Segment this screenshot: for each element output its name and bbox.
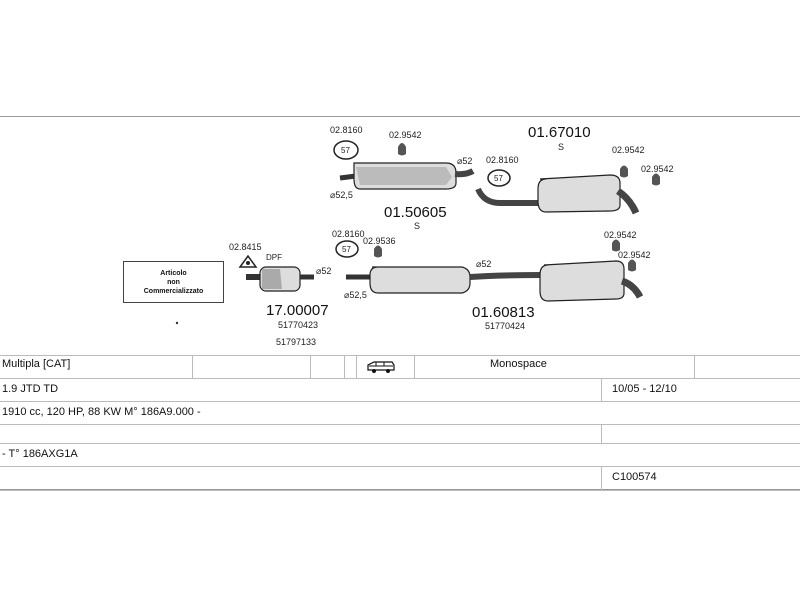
clamp-icon bbox=[652, 173, 660, 186]
engine-cell: 1.9 JTD TD bbox=[2, 383, 59, 395]
notice-line-2: non bbox=[167, 278, 180, 286]
minivan-icon bbox=[366, 360, 396, 377]
gasket-c-label: 02.8415 bbox=[229, 242, 262, 252]
svg-text:57: 57 bbox=[342, 245, 351, 254]
not-commercialized-notice: Articolo non Commercializzato bbox=[123, 261, 224, 303]
part-rear-lower: 01.60813 bbox=[472, 304, 535, 321]
rear-muffler-upper bbox=[475, 174, 640, 215]
rear-lower-assembly bbox=[346, 260, 644, 302]
gasket-a-label: 02.8160 bbox=[330, 125, 363, 135]
diameter-d3: ⌀52 bbox=[316, 266, 331, 276]
svg-text:57: 57 bbox=[494, 174, 503, 183]
clamp-icon bbox=[374, 245, 382, 258]
years-cell: 10/05 - 12/10 bbox=[612, 383, 677, 395]
dpf-label: DPF bbox=[266, 253, 282, 262]
table-row: C100574 bbox=[0, 467, 800, 491]
type-cell: - T° 186AXG1A bbox=[2, 448, 78, 460]
gasket-d-label: 02.8160 bbox=[332, 229, 365, 239]
part-middle-upper: 01.50605 bbox=[384, 204, 447, 221]
table-row bbox=[0, 425, 800, 444]
diagram-frame bbox=[0, 116, 800, 490]
model-cell: Multipla [CAT] bbox=[2, 358, 71, 370]
diameter-d4: ⌀52 bbox=[476, 259, 491, 269]
notice-line-1: Articolo bbox=[160, 269, 187, 277]
clamp-b2-label: 02.9542 bbox=[641, 164, 674, 174]
middle-muffler-upper bbox=[339, 162, 475, 190]
part-dpf: 17.00007 bbox=[266, 302, 329, 319]
clamp-icon bbox=[612, 239, 620, 252]
code-cell: C100574 bbox=[612, 471, 657, 483]
diameter-d1: ⌀52 bbox=[457, 156, 472, 166]
clamp-b1-label: 02.9542 bbox=[612, 145, 645, 155]
diameter-d2: ⌀52,5 bbox=[330, 190, 353, 200]
part-middle-upper-code: S bbox=[414, 221, 420, 231]
clamp-e2-label: 02.9542 bbox=[618, 250, 651, 260]
gasket-icon: 57 bbox=[333, 140, 359, 160]
part-rear-upper: 01.67010 bbox=[528, 124, 591, 141]
dpf-filter bbox=[246, 266, 314, 292]
table-row: 1.9 JTD TD 10/05 - 12/10 bbox=[0, 379, 800, 402]
clamp-e1-label: 02.9542 bbox=[604, 230, 637, 240]
gasket-icon: 57 bbox=[335, 240, 359, 258]
svg-text:57: 57 bbox=[341, 146, 350, 155]
clamp-icon bbox=[628, 259, 636, 272]
table-row: Multipla [CAT] Monospace bbox=[0, 355, 800, 379]
gasket-b-label: 02.8160 bbox=[486, 155, 519, 165]
part-rear-lower-oe: 51770424 bbox=[485, 321, 525, 331]
gasket-icon bbox=[238, 254, 258, 268]
table-row: 1910 cc, 120 HP, 88 KW M° 186A9.000 - bbox=[0, 402, 800, 425]
part-dpf-oe1: 51770423 bbox=[278, 320, 318, 330]
table-row: - T° 186AXG1A bbox=[0, 444, 800, 467]
clamp-d-label: 02.9536 bbox=[363, 236, 396, 246]
diameter-d5: ⌀52,5 bbox=[344, 290, 367, 300]
specs-cell: 1910 cc, 120 HP, 88 KW M° 186A9.000 - bbox=[2, 406, 201, 418]
notice-line-3: Commercializzato bbox=[143, 287, 204, 295]
exhaust-diagram-svg: 57 02.8160 02.9542 ⌀52,5 ⌀52 01.50605 S … bbox=[175, 124, 674, 347]
part-rear-upper-code: S bbox=[558, 142, 564, 152]
clamp-a-label: 02.9542 bbox=[389, 130, 422, 140]
exhaust-diagram: 57 02.8160 02.9542 ⌀52,5 ⌀52 01.50605 S … bbox=[0, 117, 800, 355]
gasket-icon: 57 bbox=[487, 169, 511, 187]
part-dpf-oe2: 51797133 bbox=[276, 337, 316, 347]
body-type-cell: Monospace bbox=[490, 358, 547, 370]
clamp-icon bbox=[398, 143, 406, 156]
vehicle-info-table: Multipla [CAT] Monospace 1.9 JTD TD 10/0… bbox=[0, 355, 800, 491]
clamp-icon bbox=[620, 165, 628, 178]
